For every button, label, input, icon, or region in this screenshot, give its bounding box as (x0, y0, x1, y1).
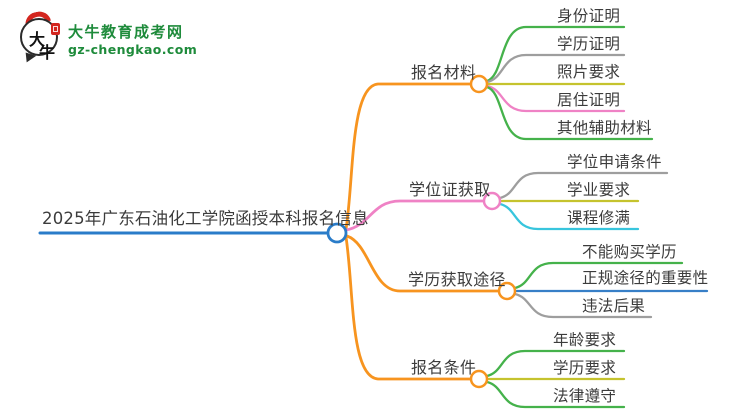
leaf-label-education-requirement[interactable]: 学历要求 (553, 359, 617, 377)
branch-label-enrollment-conditions[interactable]: 报名条件 (411, 358, 477, 377)
leaf-line-other-supporting-materials (485, 85, 654, 141)
node-handle-degree-certificate[interactable] (482, 191, 502, 211)
leaf-label-identity-proof[interactable]: 身份证明 (557, 7, 621, 25)
branch-label-enrollment-materials[interactable]: 报名材料 (411, 63, 477, 82)
leaf-line-cannot-buy-education (513, 261, 684, 290)
leaf-line-illegal-consequences (513, 292, 653, 319)
leaf-label-importance-of-formal-routes[interactable]: 正规途径的重要性 (582, 269, 709, 287)
leaf-line-degree-application-conditions (498, 171, 669, 200)
leaf-label-illegal-consequences[interactable]: 违法后果 (582, 297, 646, 315)
logo-site-url: gz-chengkao.com (68, 42, 198, 57)
leaf-line-identity-proof (485, 25, 626, 83)
logo-bubble-char-niu: 牛 (39, 43, 56, 62)
leaf-line-residence-proof (485, 84, 626, 113)
logo-speech-bubble: 大 牛 (20, 18, 58, 62)
leaf-label-other-supporting-materials[interactable]: 其他辅助材料 (557, 119, 652, 137)
branch-curve-education-routes (345, 234, 501, 293)
branch-curve-degree-certificate (344, 199, 486, 232)
branch-curve-enrollment-materials (344, 82, 473, 231)
leaf-line-course-completion (498, 202, 640, 231)
leaf-label-course-completion[interactable]: 课程修满 (567, 209, 631, 227)
logo-bubble-tail (22, 52, 37, 65)
site-logo: 大 牛 大牛教育成考网 gz-chengkao.com (18, 9, 248, 65)
leaf-line-age-requirement (485, 349, 626, 378)
central-node-handle[interactable] (326, 222, 348, 244)
leaf-label-degree-application-conditions[interactable]: 学位申请条件 (567, 153, 662, 171)
leaf-label-law-compliance[interactable]: 法律遵守 (553, 387, 617, 405)
branch-label-education-routes[interactable]: 学历获取途径 (408, 270, 506, 289)
leaf-label-cannot-buy-education[interactable]: 不能购买学历 (582, 243, 677, 261)
leaf-label-education-proof[interactable]: 学历证明 (557, 35, 621, 53)
leaf-label-age-requirement[interactable]: 年龄要求 (553, 331, 617, 349)
logo-red-seal-icon (51, 23, 60, 35)
leaf-label-residence-proof[interactable]: 居住证明 (557, 91, 621, 109)
central-topic-label[interactable]: 2025年广东石油化工学院函授本科报名信息 (42, 209, 369, 228)
logo-site-name: 大牛教育成考网 (68, 23, 184, 41)
node-handle-education-routes[interactable] (497, 281, 517, 301)
leaf-line-law-compliance (485, 380, 626, 409)
node-handle-enrollment-conditions[interactable] (469, 369, 489, 389)
leaf-label-academic-requirements[interactable]: 学业要求 (567, 181, 631, 199)
leaf-label-photo-requirements[interactable]: 照片要求 (557, 63, 621, 81)
branch-label-degree-certificate[interactable]: 学位证获取 (409, 180, 491, 199)
logo-bubble-char-da: 大 (29, 30, 46, 49)
node-handle-enrollment-materials[interactable] (469, 74, 489, 94)
leaf-line-education-proof (485, 53, 626, 84)
branch-curve-enrollment-conditions (344, 235, 473, 381)
